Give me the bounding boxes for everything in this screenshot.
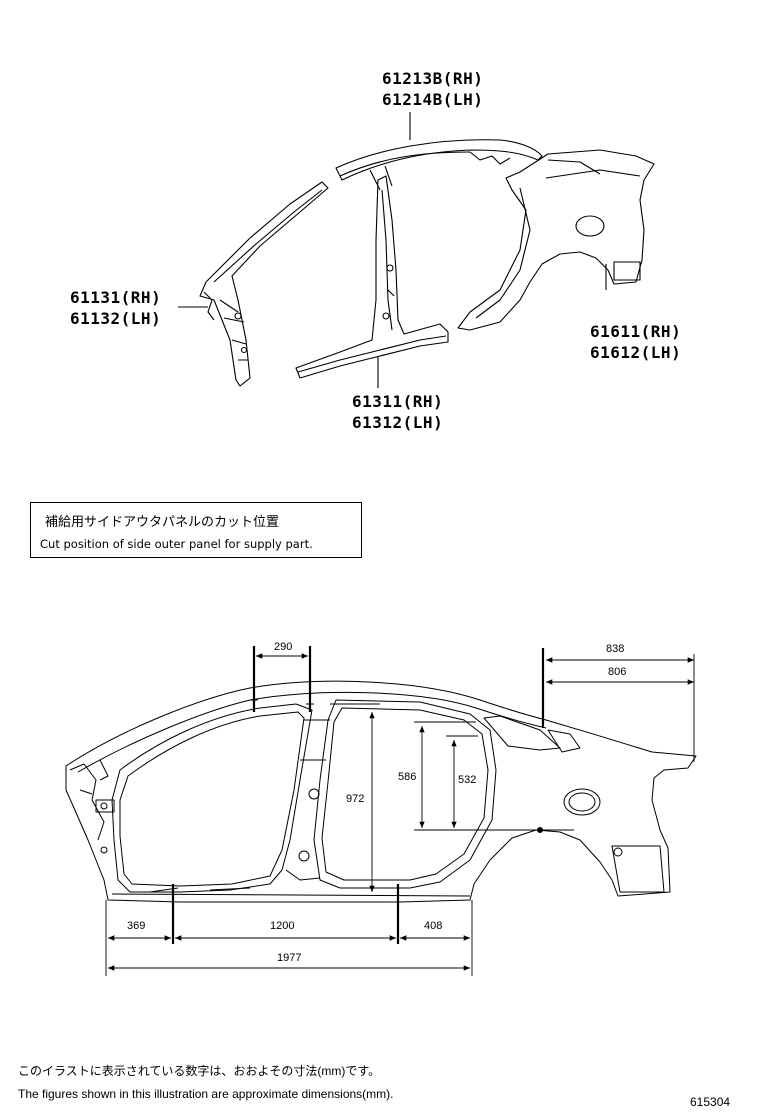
front-door-opening [111,703,313,893]
dim-806: 806 [608,666,627,678]
dim-586: 586 [398,771,417,783]
quarter-panel-part [457,149,655,331]
dim-532: 532 [458,774,477,786]
cut-position-note: 補給用サイドアウタパネルのカット位置 Cut position of side … [30,502,362,558]
figure-number: 615304 [690,1095,731,1109]
dim-838: 838 [606,643,625,655]
roof-rail-rh-label: 61213B(RH) [382,69,484,88]
note-japanese: 補給用サイドアウタパネルのカット位置 [45,515,280,530]
footer-english: The figures shown in this illustration a… [18,1087,394,1101]
note-english: Cut position of side outer panel for sup… [40,537,313,551]
dim-972: 972 [346,793,365,805]
rocker-panel-part [295,175,449,379]
dim-408: 408 [424,920,443,932]
rear-door-opening [313,699,497,889]
footer-japanese: このイラストに表示されている数字は、おおよその寸法(mm)です。 [18,1064,381,1078]
fuel-door [563,788,601,816]
rocker-panel-rh-label: 61311(RH) [352,392,444,411]
roof-rail-part [335,139,543,191]
front-pillar-lh-label: 61132(LH) [70,309,162,328]
roof-rail-lh-label: 61214B(LH) [382,90,484,109]
dim-1977: 1977 [277,952,302,964]
quarter-panel-rh-label: 61611(RH) [590,322,682,341]
dim-369: 369 [127,920,146,932]
front-pillar-rh-label: 61131(RH) [70,288,162,307]
rocker-panel-lh-label: 61312(LH) [352,413,444,432]
dim-290: 290 [274,641,293,653]
side-panel-outline [65,680,697,903]
dim-1200: 1200 [270,920,295,932]
front-pillar-part [199,181,329,387]
quarter-panel-lh-label: 61612(LH) [590,343,682,362]
